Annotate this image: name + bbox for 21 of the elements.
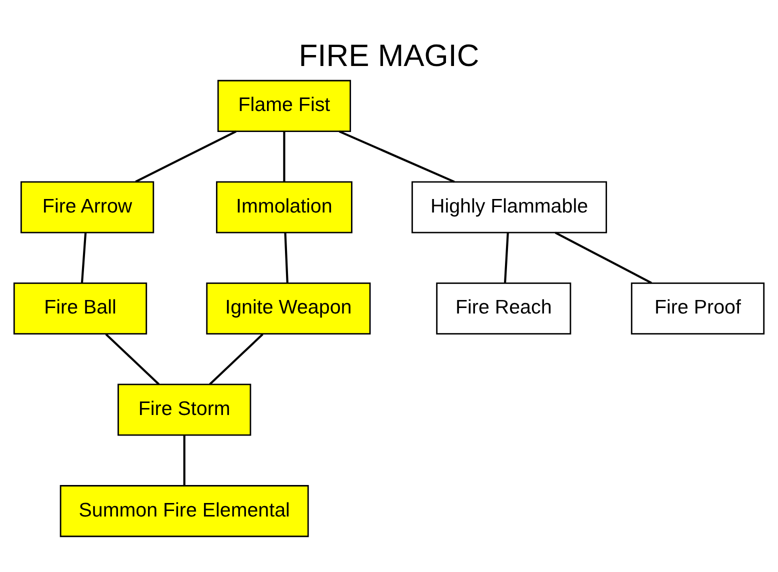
node-box: Flame Fist <box>217 80 352 132</box>
connector <box>338 130 455 183</box>
connector <box>284 232 288 284</box>
connector <box>80 232 87 284</box>
node-box: Summon Fire Elemental <box>60 485 309 538</box>
node-box: Fire Reach <box>436 282 572 335</box>
connector <box>504 232 509 284</box>
node-box: Immolation <box>216 181 352 234</box>
diagram-title: FIRE MAGIC <box>298 38 480 74</box>
connector <box>183 436 186 486</box>
node-box: Fire Proof <box>630 282 765 335</box>
node-box: Fire Arrow <box>20 181 154 234</box>
node-box: Highly Flammable <box>412 181 608 234</box>
connector <box>554 232 652 284</box>
node-box: Fire Ball <box>13 282 148 335</box>
connector <box>135 130 236 183</box>
connector <box>283 132 286 182</box>
node-box: Fire Storm <box>118 384 252 436</box>
connector <box>105 333 160 386</box>
connector <box>209 333 264 386</box>
node-box: Ignite Weapon <box>206 282 371 335</box>
